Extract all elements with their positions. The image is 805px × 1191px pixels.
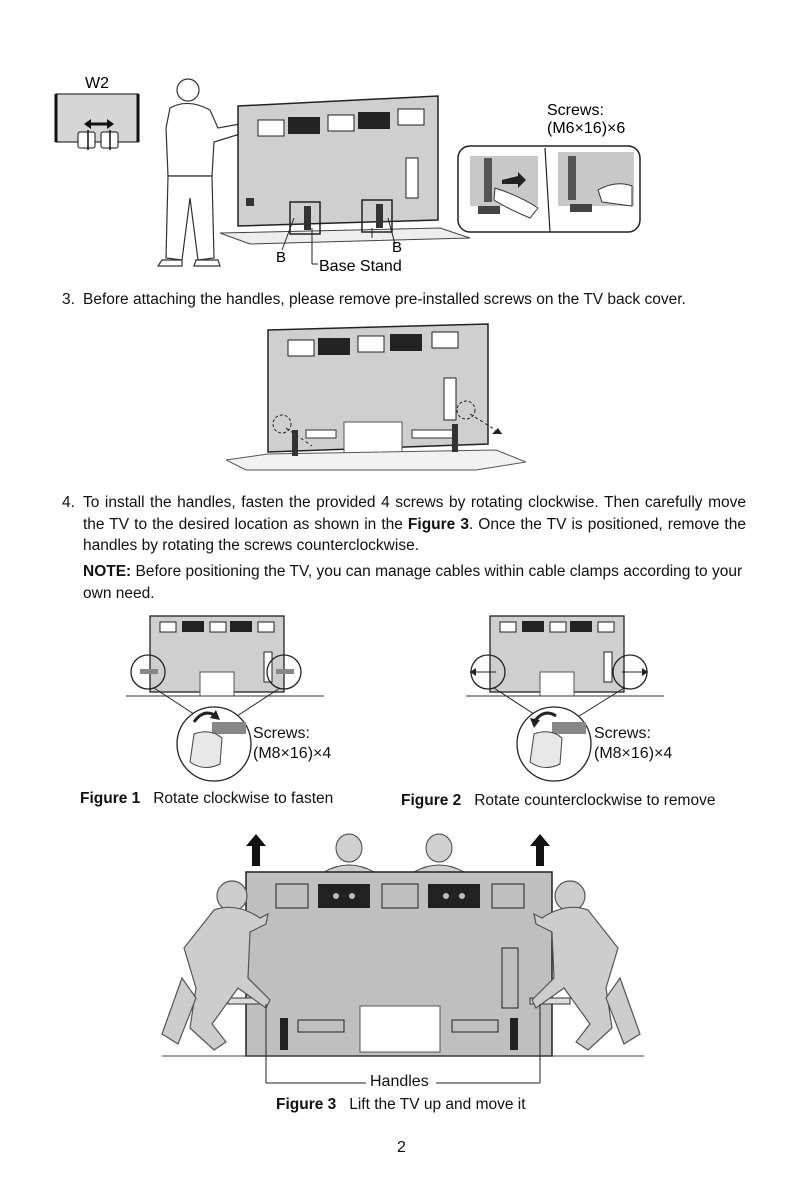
handles-label: Handles [370, 1073, 429, 1090]
figure-1-screws-label: Screws: (M8×16)×4 [253, 724, 331, 764]
step-4-text-after: . Once the TV is positioned, remove the … [83, 515, 746, 555]
step-4-text-before: To install the handles, fasten the provi… [83, 494, 746, 533]
step-4-number: 4. [62, 494, 75, 511]
step-3-number: 3. [62, 291, 75, 308]
page-number: 2 [397, 1139, 406, 1156]
figure-1-screws-line2: (M8×16)×4 [253, 745, 332, 762]
step-4-figure-ref: Figure 3 [407, 515, 469, 533]
figure-3-caption-text: Lift the TV up and move it [349, 1096, 526, 1113]
figure-3-illustration [161, 833, 644, 1084]
figure-2-illustration [466, 615, 664, 782]
step-3-text: Before attaching the handles, please rem… [83, 291, 686, 308]
b-right-label: B [392, 239, 402, 256]
w2-label: W2 [85, 75, 109, 92]
tv-back-panel [237, 95, 439, 227]
note-paragraph: NOTE: Before positioning the TV, you can… [83, 561, 746, 604]
figure-2-caption: Figure 2 Rotate counterclockwise to remo… [401, 792, 715, 810]
figure-2-caption-label: Figure 2 [401, 792, 462, 809]
figure-1-illustration [126, 615, 324, 782]
note-text: Before positioning the TV, you can manag… [83, 563, 743, 602]
base-stand-label: Base Stand [319, 258, 402, 275]
figure-2-screws-label: Screws: (M8×16)×4 [594, 724, 672, 764]
figure-1-screws-line1: Screws: [253, 725, 310, 742]
b-left-label: B [276, 249, 286, 266]
screws-m6-label-line1: Screws: [547, 102, 604, 119]
figure-3-caption: Figure 3 Lift the TV up and move it [276, 1096, 526, 1114]
figure-2-caption-text: Rotate counterclockwise to remove [474, 792, 716, 809]
person-holding-tv [156, 78, 241, 267]
figure-1-caption: Figure 1 Rotate clockwise to fasten [80, 790, 333, 808]
figure-2-screws-line1: Screws: [594, 725, 651, 742]
figure-1-caption-text: Rotate clockwise to fasten [153, 790, 334, 807]
figure-2-screws-line2: (M8×16)×4 [594, 745, 673, 762]
note-label: NOTE: [83, 563, 132, 580]
figure-3-caption-label: Figure 3 [276, 1096, 337, 1113]
base-stand-installation-illustration: W2 B B Base Stand Screws: (M6×16)×6 [54, 75, 641, 275]
step-4-paragraph: 4. To install the handles, fasten the pr… [62, 492, 746, 557]
screws-m6-label-line2: (M6×16)×6 [547, 120, 625, 137]
step-3-paragraph: 3. Before attaching the handles, please … [62, 289, 746, 311]
remove-preinstalled-screws-illustration [226, 323, 526, 471]
figure-1-caption-label: Figure 1 [80, 790, 141, 807]
